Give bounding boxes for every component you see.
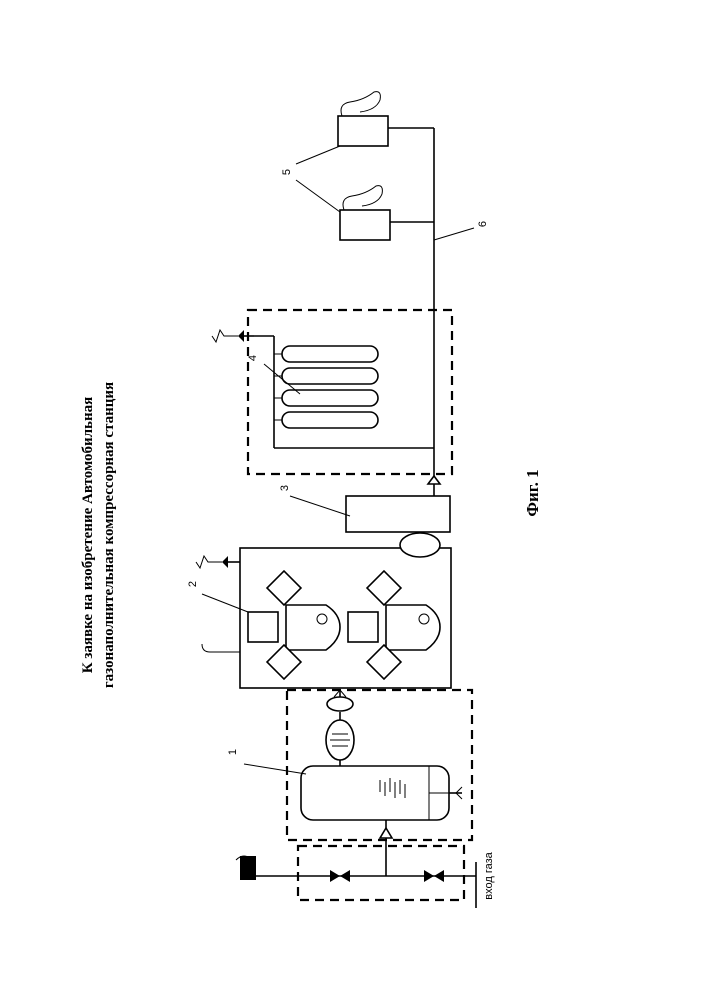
- unit-2-compressors: [196, 533, 451, 688]
- housing-hook-icon: [202, 644, 240, 652]
- dispenser-2: [340, 210, 390, 240]
- dryer-check-arrow-icon: [428, 476, 440, 484]
- dispenser-1: [338, 116, 388, 146]
- callout-5-leader-b: [296, 180, 340, 212]
- dispenser-2-hose-icon: [343, 186, 382, 210]
- vent-zigzag-2-icon: [196, 556, 222, 568]
- unit-5-dispensers: [338, 92, 390, 240]
- storage-cylinder-2: [282, 368, 378, 384]
- gas-inlet-label: вход газа: [483, 851, 495, 899]
- callout-3-leader: [290, 496, 350, 516]
- storage-cylinder-1: [282, 346, 378, 362]
- callout-5-leader-a: [296, 146, 340, 164]
- unit-4-storage: [212, 310, 452, 474]
- title-line-2: газонаполнительная компрессорная станция: [101, 382, 117, 688]
- callout-5: 5: [281, 169, 293, 175]
- compressor-outlet-meter: [400, 533, 440, 557]
- storage-cylinder-3: [282, 390, 378, 406]
- figure-caption: Фиг. 1: [523, 469, 542, 516]
- dispenser-1-hose-icon: [341, 92, 380, 116]
- storage-cylinder-4: [282, 412, 378, 428]
- inlet-valve-2-icon: [424, 870, 444, 882]
- callout-1-leader: [244, 764, 306, 774]
- unit-3-dryer: [346, 468, 450, 532]
- title-line-1: К заявке на изобретение Автомобильная: [80, 397, 96, 673]
- safety-valve-1-icon: [238, 330, 244, 342]
- callout-6: 6: [477, 221, 489, 227]
- inlet-plug-icon: [240, 856, 256, 880]
- main-line-6: [388, 128, 434, 468]
- gas-inlet-assembly: вход газа: [236, 820, 495, 908]
- separator-vessel: [301, 766, 449, 820]
- callout-1: 1: [227, 749, 239, 755]
- unit-1-separator: [287, 690, 472, 840]
- dryer-box: [346, 496, 450, 532]
- vent-zigzag-1-icon: [212, 330, 238, 342]
- flow-meter-icon: [327, 697, 353, 711]
- inlet-valve-1-icon: [330, 870, 350, 882]
- callout-3: 3: [279, 485, 291, 491]
- callout-6-leader: [434, 228, 474, 240]
- safety-valve-2-icon: [222, 556, 228, 568]
- callout-2: 2: [187, 581, 199, 587]
- callout-4: 4: [247, 355, 259, 361]
- inlet-check-arrow-icon: [380, 828, 392, 838]
